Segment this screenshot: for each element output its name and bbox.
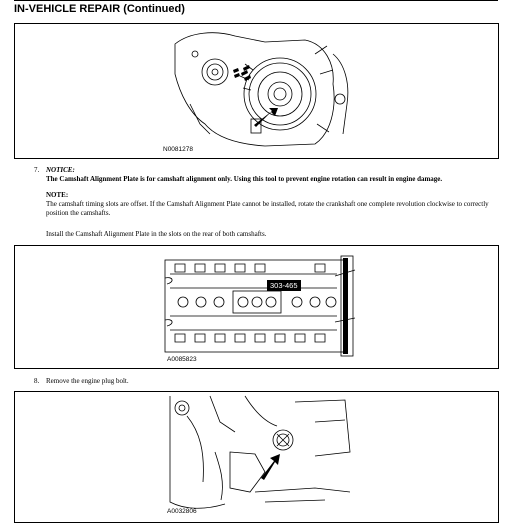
figure-crankshaft-pulley: N0081278 bbox=[14, 23, 499, 159]
crankshaft-pulley-illustration bbox=[174, 32, 349, 147]
step-instruction: Install the Camshaft Alignment Plate in … bbox=[46, 230, 267, 238]
figure-id: N0081278 bbox=[163, 146, 193, 153]
top-rule bbox=[14, 0, 498, 1]
figure-engine-plug-bolt: A0032806 bbox=[14, 391, 499, 523]
figure-camshaft-alignment: 303-465 A0085823 bbox=[14, 245, 499, 369]
engine-plug-bolt-illustration bbox=[169, 395, 351, 509]
note-label: NOTE: bbox=[46, 191, 69, 199]
figure-id: A0032806 bbox=[167, 508, 197, 515]
section-title: IN-VEHICLE REPAIR (Continued) bbox=[14, 3, 185, 15]
tool-callout-label: 303-465 bbox=[267, 280, 301, 291]
notice-label: NOTICE: bbox=[46, 166, 75, 174]
camshaft-alignment-illustration bbox=[164, 255, 356, 357]
notice-text: The Camshaft Alignment Plate is for cams… bbox=[46, 175, 443, 183]
step-instruction: Remove the engine plug bolt. bbox=[46, 377, 129, 385]
figure-id: A0085823 bbox=[167, 356, 197, 363]
step-number: 8. bbox=[34, 377, 40, 385]
note-text: The camshaft timing slots are offset. If… bbox=[46, 200, 489, 217]
step-number: 7. bbox=[34, 166, 40, 174]
